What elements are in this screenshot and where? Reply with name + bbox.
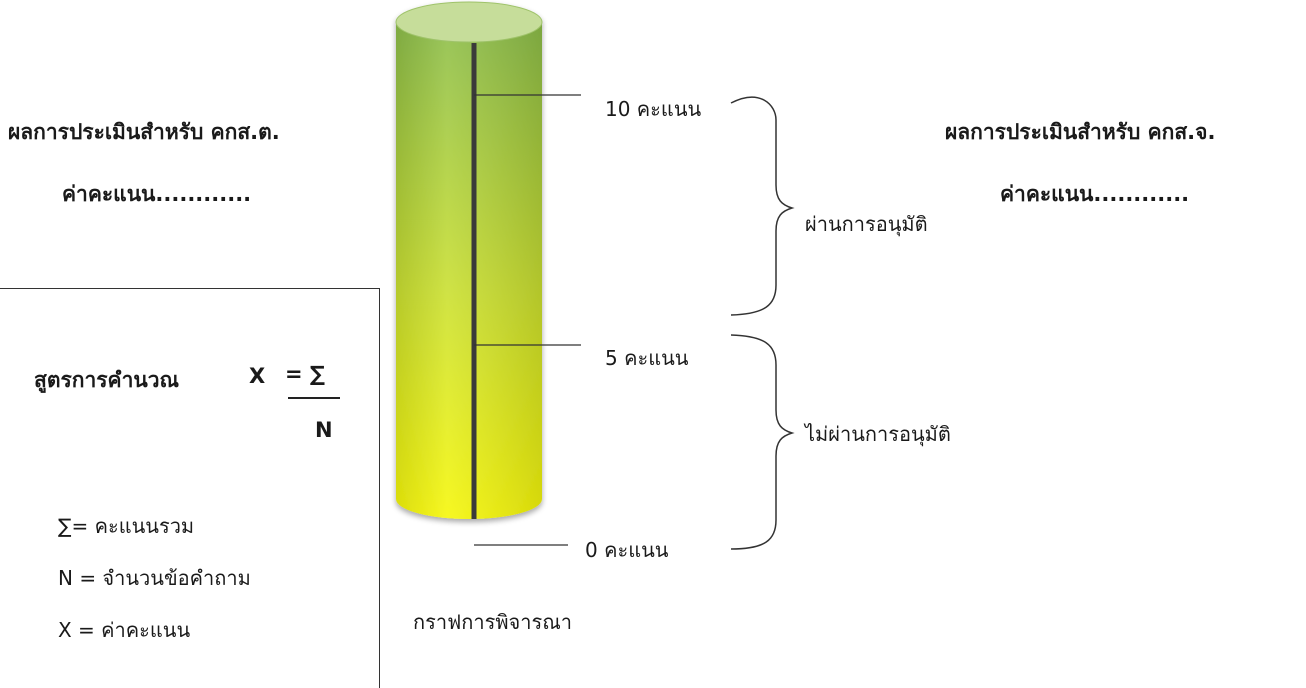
pass-range-brace — [730, 96, 795, 316]
definition-n: N = จำนวนข้อคำถาม — [58, 566, 251, 590]
definition-sum: ∑= คะแนนรวม — [58, 514, 195, 538]
formula-lhs: X — [249, 364, 266, 388]
definition-x: X = ค่าคะแนน — [58, 618, 191, 642]
gauge-cylinder — [395, 1, 543, 519]
right-panel-title: ผลการประเมินสำหรับ คกส.จ. — [945, 120, 1216, 144]
fraction-bar — [288, 397, 340, 399]
fail-range-brace — [730, 334, 795, 550]
formula-sum: = ∑ — [285, 362, 325, 386]
formula-box — [0, 288, 380, 688]
tick-label-0: 0 คะแนน — [585, 538, 669, 562]
fail-range-label: ไม่ผ่านการอนุมัติ — [805, 422, 951, 446]
right-score-label: ค่าคะแนน............ — [1000, 182, 1190, 206]
left-panel-title: ผลการประเมินสำหรับ คกส.ต. — [8, 120, 280, 144]
pass-range-label: ผ่านการอนุมัติ — [805, 212, 928, 236]
tick-label-10: 10 คะแนน — [605, 97, 702, 121]
formula-label: สูตรการคำนวณ — [34, 368, 179, 392]
gauge-caption: กราฟการพิจารณา — [413, 610, 572, 634]
tick-label-5: 5 คะแนน — [605, 346, 689, 370]
formula-denominator: N — [315, 418, 333, 442]
left-score-label: ค่าคะแนน............ — [62, 182, 252, 206]
